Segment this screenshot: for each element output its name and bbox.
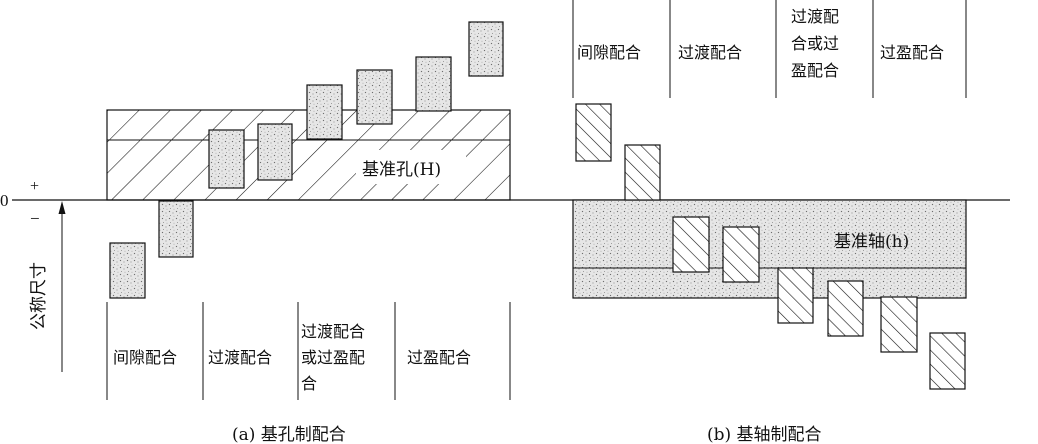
hole-zone-5-fill bbox=[778, 268, 813, 323]
right-col-clearance: 间隙配合 bbox=[577, 43, 641, 62]
right-col-trans-or-inter-l3: 盈配合 bbox=[791, 61, 839, 80]
shaft-zone-8 bbox=[468, 21, 504, 77]
size-axis-arrowhead bbox=[58, 201, 66, 214]
hole-zone-1-fill bbox=[576, 104, 611, 161]
shaft-zone-2 bbox=[158, 200, 194, 258]
right-col-interference: 过盈配合 bbox=[880, 43, 944, 62]
shaft-zone-1 bbox=[109, 242, 146, 299]
left-col-clearance: 间隙配合 bbox=[113, 348, 177, 367]
left-col-trans-or-inter-l2: 或过盈配 bbox=[301, 348, 365, 367]
right-col-trans-or-inter-l2: 合或过 bbox=[791, 34, 839, 53]
panel-shaft-basis: 间隙配合 过渡配合 过渡配 合或过 盈配合 过盈配合 基准轴(h) (b) 基轴… bbox=[572, 0, 967, 444]
hole-zone-6-fill bbox=[828, 281, 863, 336]
zero-label: 0 bbox=[0, 191, 9, 210]
shaft-zone-5 bbox=[306, 84, 343, 140]
hole-zone-2-fill bbox=[625, 145, 660, 200]
hole-zone-3-fill bbox=[673, 217, 709, 272]
hole-zone-7-fill bbox=[881, 297, 917, 352]
right-col-trans-or-inter-l1: 过渡配 bbox=[791, 7, 839, 26]
base-hole-label-mask bbox=[356, 150, 466, 184]
hole-zone-4-fill bbox=[723, 227, 759, 282]
base-shaft-zone bbox=[572, 199, 967, 299]
shaft-zone-3 bbox=[208, 129, 245, 189]
left-col-trans-or-inter-l3: 合 bbox=[301, 374, 317, 393]
shaft-zone-7 bbox=[415, 56, 452, 112]
panel-hole-basis: 基准孔(H) 间隙配合 过渡配合 过渡配合 或过盈配 合 过盈配合 (a) 基孔… bbox=[106, 21, 511, 444]
left-col-trans-or-inter-l1: 过渡配合 bbox=[301, 322, 365, 341]
right-caption: (b) 基轴制配合 bbox=[707, 425, 822, 444]
left-caption: (a) 基孔制配合 bbox=[232, 425, 346, 444]
base-shaft-label: 基准轴(h) bbox=[834, 232, 909, 252]
hole-zone-8-fill bbox=[930, 333, 965, 389]
size-axis-label: 公称尺寸 bbox=[29, 262, 49, 330]
left-col-transition: 过渡配合 bbox=[208, 348, 272, 367]
plus-sign: + bbox=[30, 178, 39, 195]
shaft-zone-6 bbox=[356, 69, 393, 125]
left-col-interference: 过盈配合 bbox=[407, 348, 471, 367]
base-hole-label: 基准孔(H) bbox=[362, 160, 441, 180]
shaft-zone-4 bbox=[257, 123, 293, 181]
right-col-transition: 过渡配合 bbox=[678, 43, 742, 62]
minus-sign: − bbox=[30, 209, 40, 228]
